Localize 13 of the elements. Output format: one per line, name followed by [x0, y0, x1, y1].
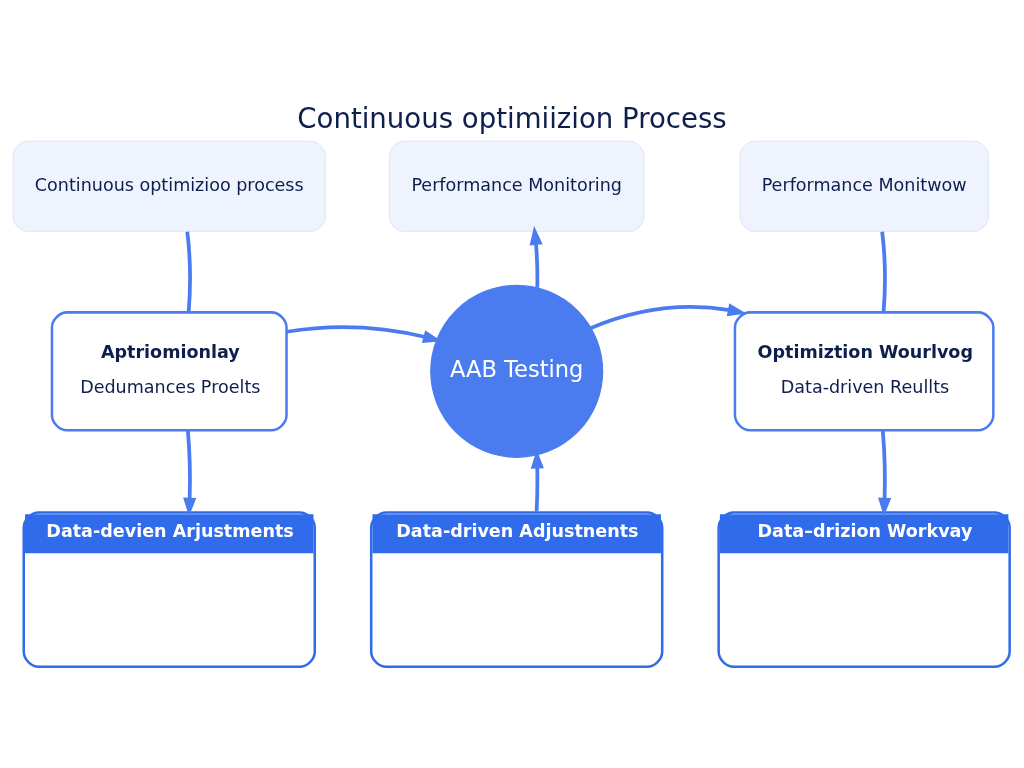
node-circle: AAB Testing — [430, 284, 604, 458]
node-box: Performance Monitoring — [388, 140, 645, 232]
arrow — [590, 302, 747, 330]
connector — [185, 231, 192, 312]
diagram-title: Continuous optimiizion Process — [297, 101, 727, 135]
node-box: Performance Monitwow — [739, 140, 989, 232]
connector — [880, 231, 887, 312]
arrow — [878, 429, 892, 517]
arrow — [183, 429, 197, 517]
arrow — [529, 225, 543, 288]
node-box: Optimiztion Wourlvog Data-driven Reullts — [733, 310, 995, 432]
node-box: Aptriomionlay Dedumances Proelts — [50, 310, 288, 432]
node-box: Continuous optimizioo process — [12, 140, 327, 232]
